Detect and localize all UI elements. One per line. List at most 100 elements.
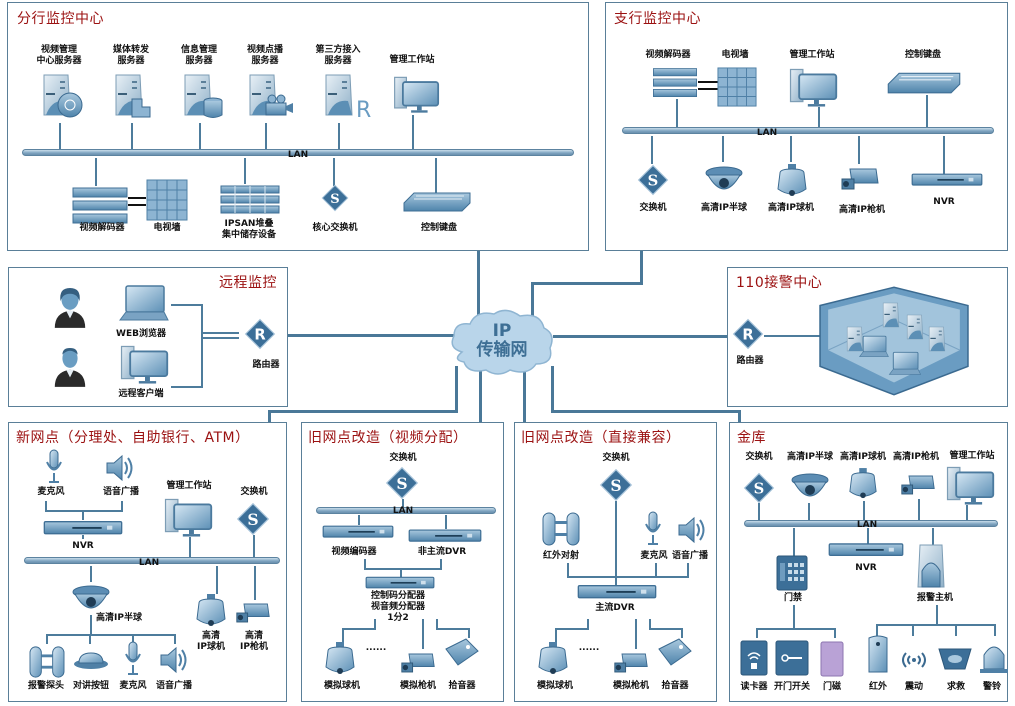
dome-camera-icon — [791, 473, 829, 497]
panel-title: 支行监控中心 — [614, 11, 701, 27]
keyboard-icon — [403, 192, 471, 212]
device-label: 语音广播 — [155, 681, 193, 691]
tv-wall-icon — [146, 179, 188, 221]
link-sub-branch-b — [531, 282, 643, 285]
laptop-icon — [119, 285, 169, 321]
panel-police: 110接警中心 路由器 — [727, 267, 1008, 407]
device-label: 控制键盘 — [904, 50, 942, 60]
alarm-host-icon — [917, 544, 945, 588]
device-label: 高清IP球机 — [840, 452, 886, 462]
device-label: 视频点播服务器 — [246, 45, 284, 66]
lan-bus — [744, 520, 998, 527]
device-label: 非主流DVR — [417, 547, 467, 557]
device-label: 交换机 — [389, 453, 417, 463]
device-label: 红外对射 — [542, 551, 580, 561]
device-label: 视频解码器 — [79, 223, 125, 233]
analog-bullet-camera-icon — [614, 653, 648, 673]
device-label: 高清IP球机 — [768, 203, 814, 213]
link-old-direct — [523, 372, 526, 424]
link-branch-center — [477, 250, 480, 318]
lan-label: LAN — [138, 558, 160, 568]
device-label: 信息管理服务器 — [180, 45, 218, 66]
lan-label: LAN — [756, 128, 778, 138]
device-label: 高清IP半球 — [96, 613, 142, 623]
device-label: 拾音器 — [448, 681, 476, 691]
workstation-icon — [120, 345, 169, 385]
device-label: 开门开关 — [773, 682, 811, 692]
dvr-icon — [408, 529, 482, 542]
device-label: 视频解码器 — [645, 50, 691, 60]
lan-bus — [24, 557, 280, 564]
cloud-label-ip: IP — [492, 321, 512, 341]
device-label: 远程客户端 — [118, 389, 164, 399]
analog-ptz-camera-icon — [325, 641, 355, 675]
device-label: 麦克风 — [640, 551, 668, 561]
device-label: 高清IP枪机 — [893, 452, 939, 462]
device-label: 语音广播 — [102, 487, 140, 497]
analog-bullet-camera-icon — [401, 653, 435, 673]
link-new-outlet-c — [268, 410, 271, 424]
device-label: 路由器 — [736, 356, 764, 366]
person-icon — [54, 347, 86, 387]
router-icon — [733, 319, 763, 349]
device-label: 交换机 — [240, 487, 268, 497]
panel-old-outlet-direct: 旧网点改造（直接兼容） 交换机 红外对射 麦克风 语音广播 主流DVR 模拟球机… — [514, 422, 717, 702]
device-label: WEB浏览器 — [116, 329, 166, 339]
device-label: 模拟枪机 — [399, 681, 437, 691]
device-label: NVR — [933, 197, 955, 207]
device-label: 交换机 — [602, 453, 630, 463]
device-label: 门禁 — [783, 593, 803, 603]
microphone-icon — [125, 641, 141, 676]
device-label: 电视墙 — [153, 223, 181, 233]
device-label: 读卡器 — [740, 682, 768, 692]
switch-icon — [600, 469, 632, 501]
device-label: 模拟球机 — [323, 681, 361, 691]
microphone-icon — [645, 511, 661, 546]
person-icon — [54, 288, 86, 328]
link-vault-b — [551, 410, 741, 413]
device-label: 拾音器 — [661, 681, 689, 691]
workstation-icon — [164, 498, 213, 538]
server-puzzle-icon — [115, 74, 151, 118]
device-label: NVR — [855, 563, 877, 573]
nvr-icon — [828, 543, 904, 556]
lan-label: LAN — [392, 506, 414, 516]
switch-icon — [237, 503, 269, 535]
device-label: 第三方接入服务器 — [315, 45, 361, 66]
panel-old-outlet-video: 旧网点改造（视频分配） 交换机 LAN 视频编码器 非主流DVR 控制码分配器视… — [301, 422, 504, 702]
panel-sub-branch-center: 支行监控中心 视频解码器 电视墙 管理工作站 控制键盘 LAN 交换机 高清IP… — [605, 2, 1008, 251]
link-police — [553, 335, 738, 338]
device-label: 模拟枪机 — [612, 681, 650, 691]
device-label: 语音广播 — [671, 551, 709, 561]
device-label: 交换机 — [745, 452, 773, 462]
panic-button-icon — [938, 648, 972, 670]
link-vault-a — [551, 366, 554, 412]
lan-label: LAN — [287, 150, 309, 160]
audio-pickup-icon — [658, 638, 692, 666]
switch-icon — [638, 165, 668, 195]
server-database-icon — [184, 74, 223, 118]
device-label: 高清IP半球 — [701, 203, 747, 213]
bullet-camera-icon — [901, 475, 935, 495]
device-label: 红外 — [868, 682, 888, 692]
device-label: 管理工作站 — [949, 451, 995, 461]
intercom-button-icon — [73, 652, 109, 670]
distributor-icon — [365, 576, 435, 589]
ip-network-cloud: IP 传输网 — [448, 308, 556, 376]
infrared-detector-icon — [868, 635, 888, 673]
cloud-icon — [451, 309, 553, 375]
device-label: 震动 — [904, 682, 924, 692]
monitoring-room-icon — [819, 286, 969, 396]
video-encoder-icon — [322, 525, 394, 538]
panel-new-outlet: 新网点（分理处、自助银行、ATM） 麦克风 语音广播 NVR 管理工作站 交换机… — [8, 422, 287, 702]
device-label: 高清IP枪机 — [839, 205, 885, 215]
microphone-icon — [46, 449, 62, 484]
server-camera-icon — [249, 74, 293, 116]
device-label: 求救 — [946, 682, 966, 692]
bullet-camera-icon — [236, 603, 270, 623]
device-label: 电视墙 — [721, 50, 749, 60]
dome-camera-icon — [72, 585, 110, 609]
